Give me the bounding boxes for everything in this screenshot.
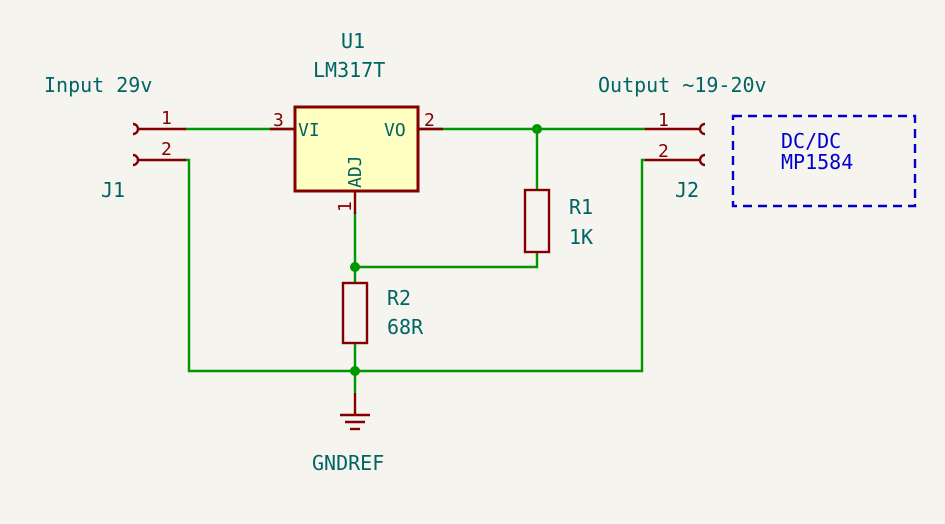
u1-value: LM317T [313,58,385,82]
j1-label: Input 29v [44,73,152,97]
connector-j2: 1 2 Output ~19-20v J2 [598,73,767,202]
j2-pin1-socket [698,122,706,136]
j2-ref: J2 [675,178,699,202]
wire-ground-return [185,158,645,373]
u1-pin-adj-name: ADJ [345,155,366,188]
r1-body [523,188,551,254]
dcdc-note-line2: MP1584 [781,150,853,174]
r1-ref: R1 [569,195,593,219]
r2-body [341,281,369,345]
connector-j1: 1 2 Input 29v J1 [44,73,186,202]
u1-pin-vi-number: 3 [273,110,284,131]
u1-body [293,105,420,193]
u1-ref: U1 [341,29,365,53]
dcdc-note: DC/DC MP1584 [731,114,917,208]
dcdc-note-box [731,114,917,208]
regulator-u1: 3 2 1 VI VO ADJ U1 LM317T [270,29,443,214]
u1-pin-adj-number: 1 [335,201,356,212]
u1-pin-vo-number: 2 [424,110,435,131]
j2-label: Output ~19-20v [598,73,767,97]
j2-pin1-number: 1 [658,110,669,131]
junction-output [532,124,542,134]
resistor-r2: R2 68R [341,281,424,345]
ground-symbol: GNDREF [312,393,384,475]
r1-value: 1K [569,225,593,249]
resistor-r1: R1 1K [523,188,593,254]
j2-pin2-number: 2 [658,141,669,162]
r2-ref: R2 [387,286,411,310]
j1-pin2-number: 2 [161,139,172,160]
r2-value: 68R [387,315,424,339]
u1-pin-vo-name: VO [384,120,406,141]
j2-pin2-socket [698,153,706,167]
j1-pin2-socket [132,153,140,167]
gnd-label: GNDREF [312,451,384,475]
dcdc-note-line1: DC/DC [781,129,841,153]
j1-pin1-number: 1 [161,108,172,129]
junction-adj [350,262,360,272]
junction-ground [350,366,360,376]
u1-pin-vi-name: VI [298,120,320,141]
j1-ref: J1 [101,178,125,202]
j1-pin1-socket [132,122,140,136]
wire-r1-bottom-node [355,252,539,269]
